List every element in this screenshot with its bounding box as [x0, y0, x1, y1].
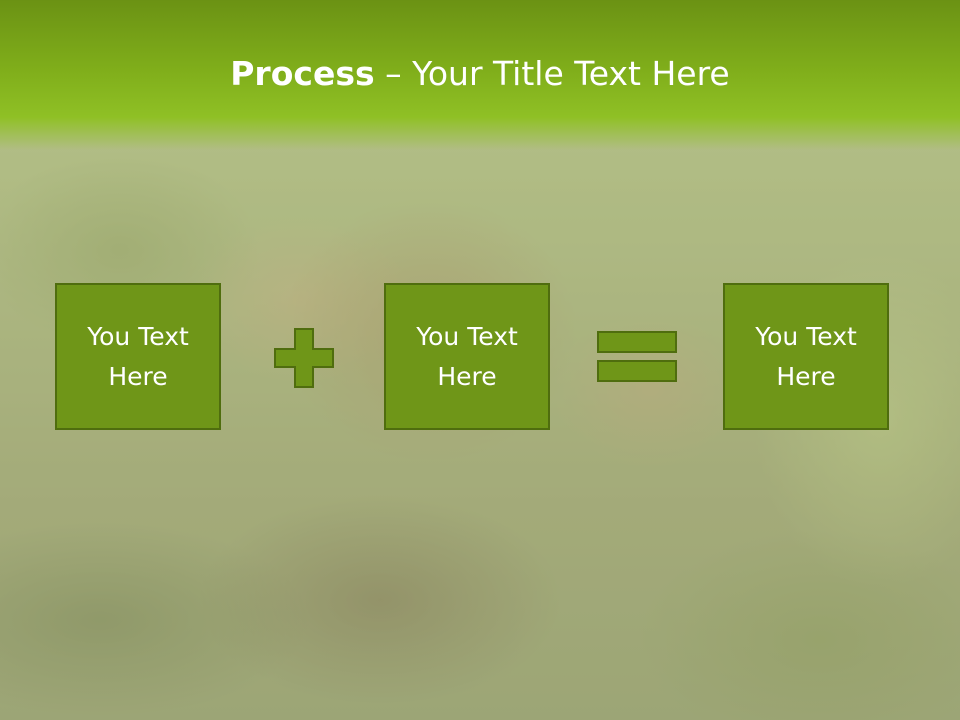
process-box-1-line1: You Text	[87, 321, 189, 351]
process-box-1: You Text Here	[55, 283, 221, 430]
title-dash: –	[374, 54, 413, 93]
process-box-2-line2: Here	[437, 361, 497, 391]
plus-icon	[274, 328, 334, 388]
equals-icon	[597, 331, 677, 382]
process-box-3-line1: You Text	[755, 321, 857, 351]
process-box-3: You Text Here	[723, 283, 889, 430]
title-bar	[0, 0, 960, 150]
title-text: Your Title Text Here	[412, 54, 730, 93]
process-box-1-line2: Here	[108, 361, 168, 391]
process-box-2-line1: You Text	[416, 321, 518, 351]
slide-title: Process – Your Title Text Here	[0, 52, 960, 96]
process-box-3-line2: Here	[776, 361, 836, 391]
process-box-2: You Text Here	[384, 283, 550, 430]
title-bold: Process	[230, 54, 375, 93]
